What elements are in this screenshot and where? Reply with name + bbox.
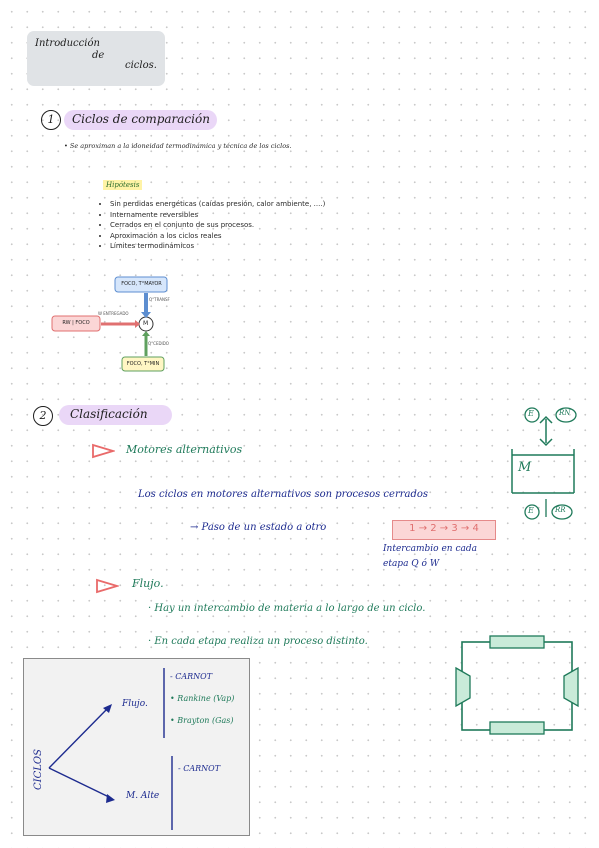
section-2-number: 2 [33,406,53,426]
section-2-heading: Clasificación [70,407,148,421]
hypothesis-item: Límites termodinámicos [110,241,325,252]
flujo-line-2: · En cada etapa realiza un proceso disti… [148,636,368,647]
motores-label: Motores alternativos [126,443,243,456]
hot-source-label: FOCO, T°MAYOR [121,281,162,287]
engine-rn-top: RN [559,409,571,417]
engine-e-bottom: E [528,506,534,515]
hypothesis-item: Internamente reversibles [110,210,325,221]
cold-source-label: FOCO, T°MIN [126,361,160,367]
hypothesis-item: Sin perdidas energéticas (caídas presión… [110,199,325,210]
title-line-3: ciclos. [125,60,157,71]
states-box: 1 → 2 → 3 → 4 [392,520,496,540]
intercambio-line-2: etapa Q ó W [383,559,440,569]
heat-in-label: Q°TRANSF [149,297,170,302]
flujo-label: Flujo. [132,577,164,590]
branch1-item-rankine: • Rankine (Vap) [170,694,235,703]
hot-source-box [114,276,168,293]
classification-box [23,658,250,836]
work-box-label: RW | FOCO [62,320,90,326]
classification-root: CICLOS [32,749,44,790]
section-1-heading-highlight [64,110,217,130]
branch1-item-brayton: • Brayton (Gas) [170,716,234,725]
branch1-item-carnot: - CARNOT [170,672,213,681]
section-1-number: 1 [41,110,61,130]
classification-tree [48,668,173,830]
branch-flujo: Flujo. [122,699,148,709]
title-line-2: de [92,50,105,61]
flujo-line-1: · Hay un intercambio de materia a lo lar… [148,603,426,614]
pink-triangle-icon [96,578,119,594]
flow-cycle-diagram [455,635,579,735]
branch2-item-carnot: - CARNOT [178,764,221,773]
branch-motores: M. Alte [126,791,160,801]
pink-triangle-icon [92,443,115,459]
intercambio-line-1: Intercambio en cada [383,544,477,554]
section-1-intro: • Se aproximan a la idoneidad termodinám… [64,142,292,150]
title-line-1: Introducción [35,38,100,49]
engine-e-top: E [528,409,534,418]
section-1-heading: Ciclos de comparación [72,112,210,126]
machine-label: M [143,320,149,327]
cold-source-box [121,356,165,372]
title-box [27,31,165,86]
engine-m: M [518,460,532,475]
engine-rn-bottom: RR [555,506,566,514]
hypotheses-list: Sin perdidas energéticas (caídas presión… [100,199,325,252]
work-label: W ENTREGADO [98,311,129,316]
energy-flow-diagram [51,276,168,372]
piston-engine-diagram [511,407,577,520]
heat-out-label: Q°CEDIDO [148,341,169,346]
paso-text: → Paso de un estado a otro [190,522,327,533]
hypothesis-item: Aproximación a los ciclos reales [110,231,325,242]
hypothesis-label: Hipótesis [103,180,143,190]
motores-text: Los ciclos en motores alternativos son p… [138,489,429,500]
section-2-heading-highlight [59,405,172,425]
hypothesis-item: Cerrados en el conjunto de sus procesos. [110,220,325,231]
work-box [51,315,101,332]
